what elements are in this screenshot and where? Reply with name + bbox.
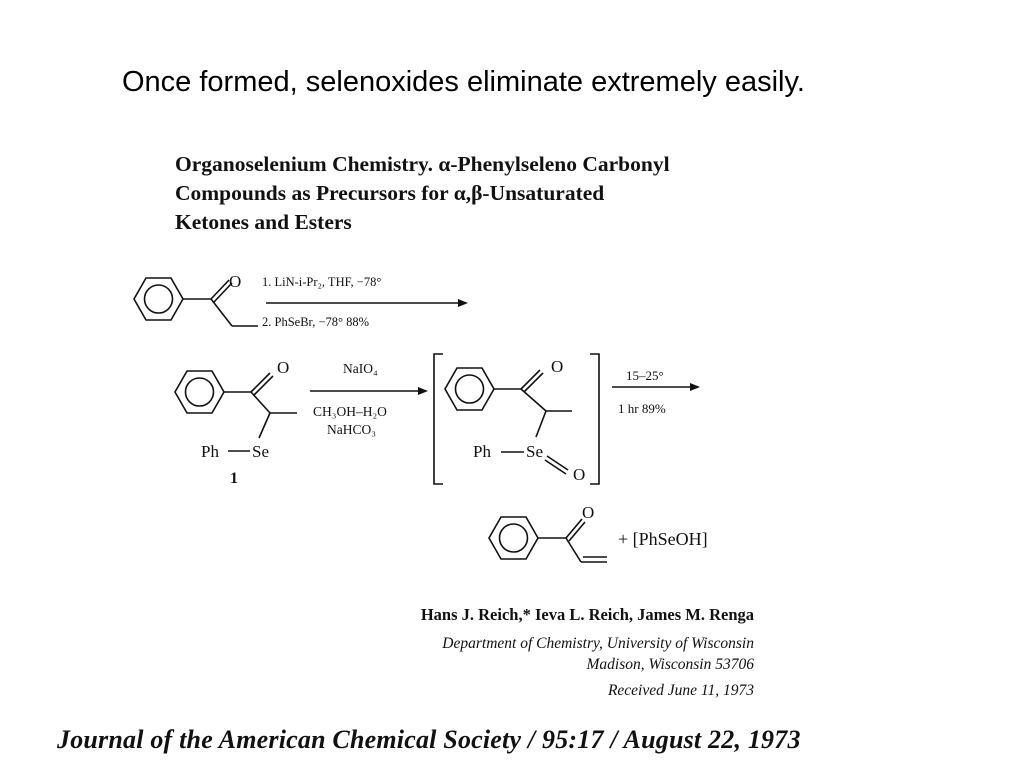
- journal-citation: Journal of the American Chemical Society…: [57, 725, 801, 754]
- paper-title-line-1: Organoselenium Chemistry. α-Phenylseleno…: [175, 152, 670, 176]
- atom-label-oxygen: O: [277, 358, 289, 377]
- paper-title: Organoselenium Chemistry. α-Phenylseleno…: [175, 150, 825, 237]
- paper-title-line-2: Compounds as Precursors for α,β-Unsatura…: [175, 181, 605, 205]
- affiliation-line-1: Department of Chemistry, University of W…: [442, 635, 754, 652]
- step3-temperature: 15–25°: [626, 368, 664, 383]
- enone-product-structure: [488, 516, 607, 563]
- paper-title-line-3: Ketones and Esters: [175, 210, 352, 234]
- compound-number: 1: [230, 470, 238, 487]
- slide-title: Once formed, selenoxides eliminate extre…: [122, 66, 805, 98]
- atom-label-oxygen: O: [551, 357, 563, 376]
- left-bracket: [433, 353, 443, 485]
- starting-ketone-structure: [133, 277, 258, 327]
- step2-base: NaHCO₃: [327, 422, 376, 437]
- step1-condition-1: 1. LiN-i-Pr₂, THF, −78°: [262, 275, 381, 289]
- atom-label-oxygen: O: [582, 503, 594, 522]
- received-date: Received June 11, 1973: [607, 682, 754, 699]
- atom-label-phenyl: Ph: [201, 442, 219, 461]
- right-bracket: [590, 353, 600, 485]
- step2-reagent: NaIO₄: [343, 361, 378, 376]
- atom-label-phenyl: Ph: [473, 442, 491, 461]
- selenoxide-structure: [444, 367, 572, 475]
- authors: Hans J. Reich,* Ieva L. Reich, James M. …: [420, 605, 754, 624]
- compound-1-structure: [174, 370, 297, 452]
- affiliation: Department of Chemistry, University of W…: [442, 633, 754, 675]
- arrow-3-head: [690, 383, 700, 391]
- step2-solvent: CH₃OH–H₂O: [313, 404, 387, 419]
- atom-label-oxygen: O: [573, 465, 585, 484]
- byproduct-label: + [PhSeOH]: [618, 529, 708, 549]
- arrow-2-head: [418, 387, 428, 395]
- arrow-1-head: [458, 299, 468, 307]
- atom-label-oxygen: O: [229, 272, 241, 291]
- atom-label-selenium: Se: [252, 442, 269, 461]
- affiliation-line-2: Madison, Wisconsin 53706: [586, 656, 755, 673]
- atom-label-selenium: Se: [526, 442, 543, 461]
- step3-time-yield: 1 hr 89%: [618, 401, 666, 416]
- step1-condition-2: 2. PhSeBr, −78° 88%: [262, 315, 369, 329]
